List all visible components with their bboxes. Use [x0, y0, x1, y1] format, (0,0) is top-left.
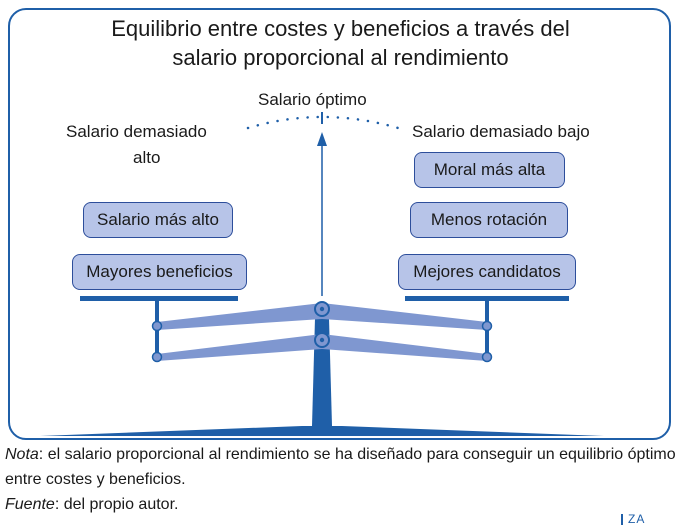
balance-scale [40, 112, 604, 436]
left-upper-joint [151, 320, 163, 332]
note-text: : el salario proporcional al rendimiento… [5, 446, 676, 488]
caption: Nota: el salario proporcional al rendimi… [5, 442, 681, 517]
note-paragraph: Nota: el salario proporcional al rendimi… [5, 442, 681, 492]
right-pan [405, 296, 569, 301]
title-line-2: salario proporcional al rendimiento [172, 45, 509, 70]
source-paragraph: Fuente: del propio autor. [5, 492, 681, 517]
label-too-low: Salario demasiado bajo [412, 122, 590, 141]
label-too-high-line-1: Salario demasiado [66, 122, 207, 141]
box-higher-salary: Salario más alto [83, 202, 233, 238]
scale-base [40, 426, 604, 436]
publisher-logo: ZA [620, 512, 646, 526]
title-line-1: Equilibrio entre costes y beneficios a t… [111, 16, 570, 41]
label-too-high-line-2: alto [133, 148, 161, 167]
source-label: Fuente [5, 496, 55, 513]
right-lower-joint [481, 351, 493, 363]
note-label: Nota [5, 446, 39, 463]
left-pan [80, 296, 238, 301]
source-text: : del propio autor. [54, 496, 179, 513]
diagram-title: Equilibrio entre costes y beneficios a t… [0, 14, 681, 72]
box-better-candidates: Mejores candidatos [398, 254, 576, 290]
optimal-arrow-head [317, 132, 327, 146]
left-lower-joint [151, 351, 163, 363]
box-less-turnover: Menos rotación [410, 202, 568, 238]
right-upper-joint [481, 320, 493, 332]
label-optimal-salary: Salario óptimo [258, 90, 367, 109]
box-higher-benefits: Mayores beneficios [72, 254, 247, 290]
box-higher-morale: Moral más alta [414, 152, 565, 188]
